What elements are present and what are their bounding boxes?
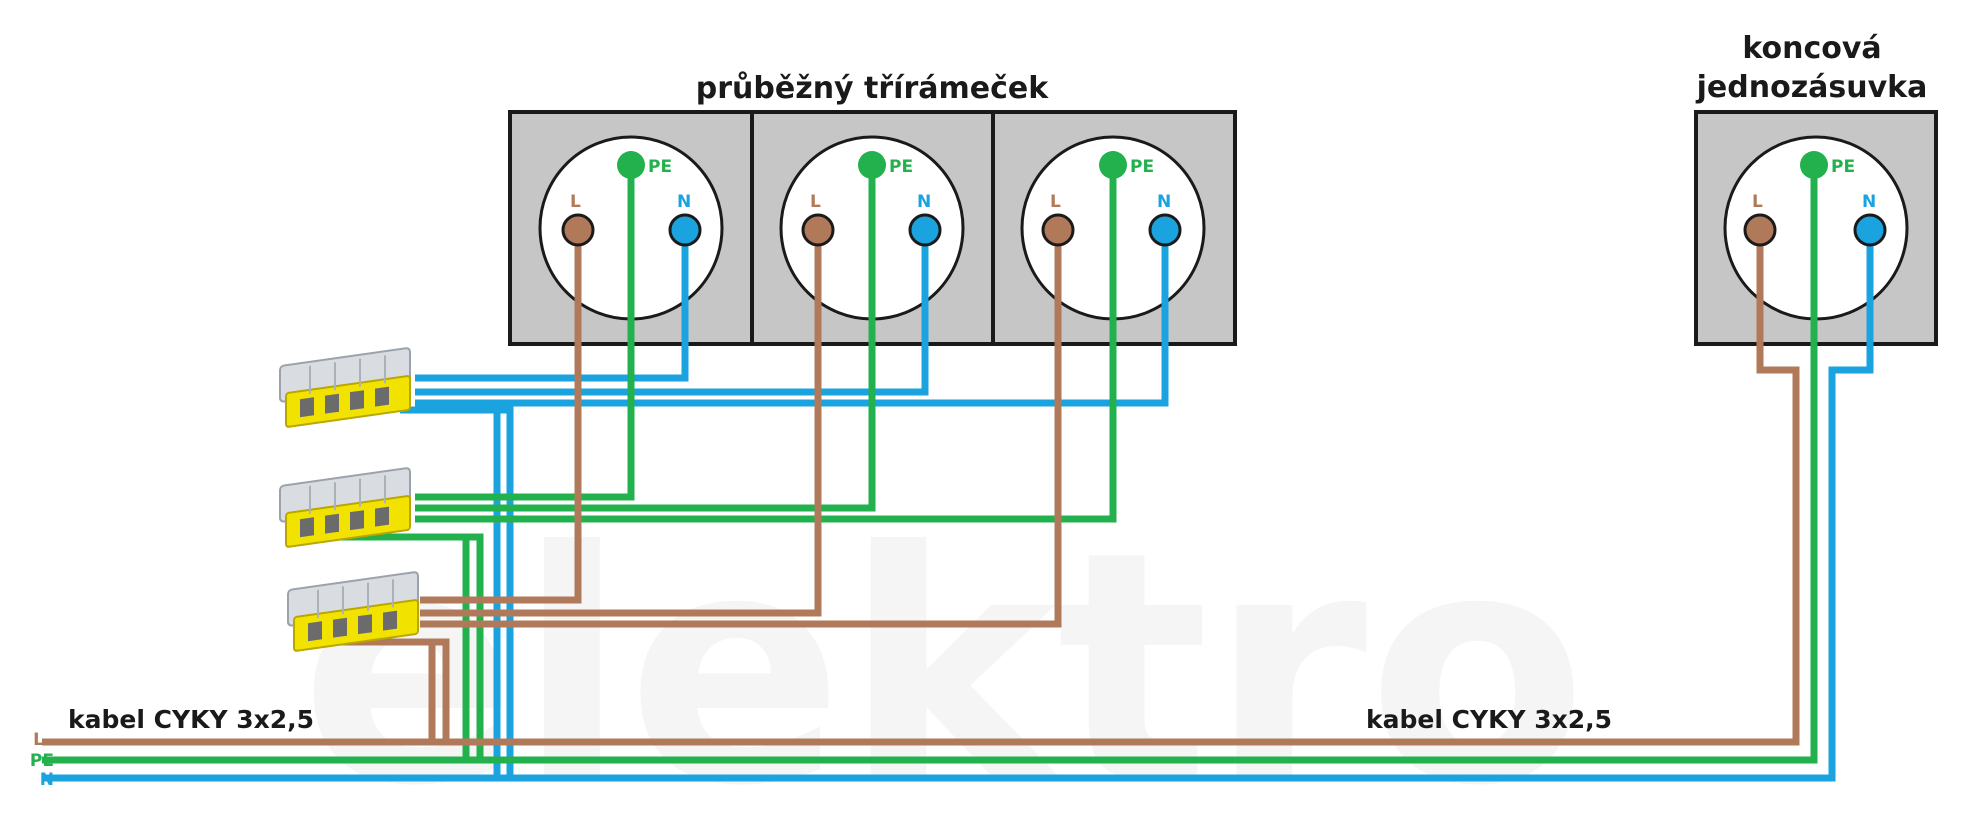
terminal-n (668, 213, 702, 247)
terminal-n (908, 213, 942, 247)
terminal-pe (617, 151, 645, 179)
wire-pe-socket2 (415, 165, 876, 512)
wire-l-socket2 (420, 230, 822, 617)
terminal-label-l: L (1752, 192, 1763, 212)
wire-pe-socket3 (415, 165, 1117, 523)
terminal-label-l: L (570, 192, 581, 212)
terminal-n (1853, 213, 1887, 247)
cable-wire-label-pe: PE (30, 751, 54, 771)
wire-pe-socket1 (415, 165, 635, 501)
terminals (561, 151, 1887, 247)
wire-l-socket1 (420, 230, 582, 604)
wire-n-socket1 (415, 230, 689, 382)
terminal-label-l: L (810, 192, 821, 212)
wire-l-connector-to-cable (42, 638, 450, 746)
terminal-label-n: N (1157, 192, 1171, 212)
wire-pe-connector-to-cable (42, 533, 484, 764)
wire-n-connector-to-cable (42, 406, 514, 782)
connector-l (287, 571, 419, 652)
terminal-label-pe: PE (648, 157, 672, 177)
terminal-label-pe: PE (889, 157, 913, 177)
wire-n-socket2 (415, 230, 929, 396)
terminal-pe (1800, 151, 1828, 179)
cable-wire-label-l: L (33, 730, 44, 750)
terminal-label-pe: PE (1831, 157, 1855, 177)
connector-n (279, 347, 411, 428)
watermark: elektro (300, 484, 1587, 825)
terminal-l (1041, 213, 1075, 247)
terminal-label-pe: PE (1130, 157, 1154, 177)
wire-l-socket3 (420, 230, 1062, 628)
frame-title: průběžný třírámeček (696, 70, 1049, 106)
connector-pe (279, 467, 411, 548)
end-socket-title-line1: koncová (1742, 31, 1881, 66)
wire-pe-to-end-socket (480, 165, 1818, 764)
cable-label-right: kabel CYKY 3x2,5 (1366, 705, 1612, 734)
terminal-l (561, 213, 595, 247)
wire-n-socket3 (415, 230, 1169, 407)
cable-wire-label-n: N (40, 770, 54, 790)
terminal-label-n: N (917, 192, 931, 212)
cable-label-left: kabel CYKY 3x2,5 (68, 705, 314, 734)
terminal-l (801, 213, 835, 247)
terminal-l (1743, 213, 1777, 247)
terminal-pe (1099, 151, 1127, 179)
wire-l-to-end-socket (446, 230, 1800, 746)
terminal-label-l: L (1050, 192, 1061, 212)
wire-n-to-end-socket (510, 230, 1874, 782)
terminal-n (1148, 213, 1182, 247)
end-socket-title-line2: jednozásuvka (1696, 70, 1928, 105)
terminal-pe (858, 151, 886, 179)
terminal-label-n: N (677, 192, 691, 212)
terminal-label-n: N (1862, 192, 1876, 212)
